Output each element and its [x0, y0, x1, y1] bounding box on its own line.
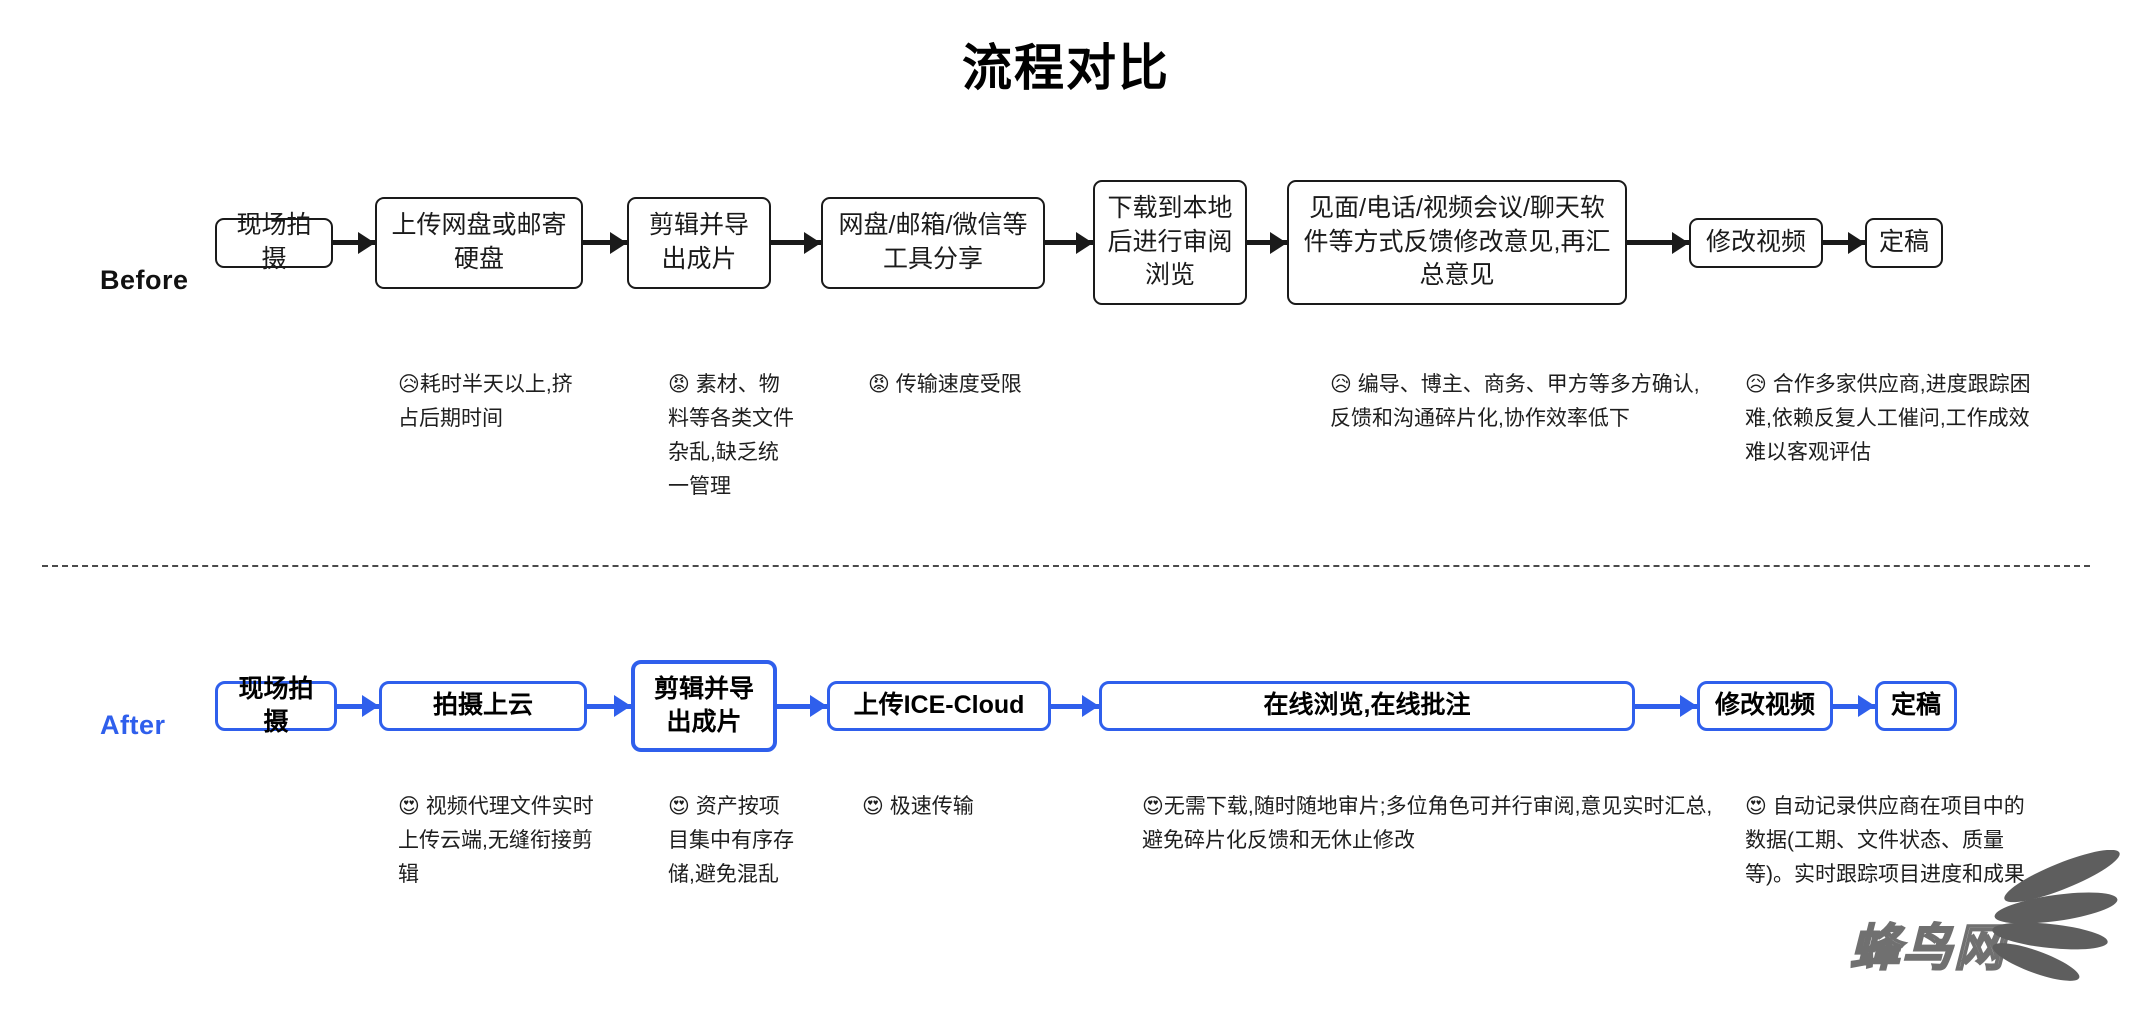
- after-note-4: 😍无需下载,随时随地审片;多位角色可并行审阅,意见实时汇总,避免碎片化反馈和无休…: [1142, 795, 1713, 853]
- after-node-3[interactable]: 剪辑并导出成片: [631, 660, 777, 752]
- after-note-5: 😍 自动记录供应商在项目中的数据(工期、文件状态、质量等)。实时跟踪项目进度和成…: [1745, 795, 2025, 887]
- arrow-icon-after-4: [1051, 695, 1099, 717]
- after-node-2[interactable]: 拍摄上云: [379, 681, 587, 731]
- before-node-8[interactable]: 定稿: [1865, 217, 1943, 268]
- heart-eyes-emoji-icon: 😍: [862, 795, 884, 818]
- arrow-icon-after-1: [337, 695, 379, 717]
- arrow-icon-after-5: [1635, 695, 1697, 717]
- arrow-icon-before-4: [1045, 231, 1093, 254]
- after-node-4[interactable]: 上传ICE-Cloud: [827, 681, 1051, 731]
- heart-eyes-emoji-icon: 😍: [1745, 795, 1767, 818]
- arrow-icon-after-2: [587, 695, 631, 717]
- arrow-icon-before-2: [583, 231, 627, 254]
- before-node-2[interactable]: 上传网盘或邮寄硬盘: [375, 196, 583, 289]
- section-divider: [42, 565, 2090, 567]
- after-node-sequence: 现场拍摄 拍摄上云 剪辑并导出成片 上传ICE-Cloud 在线浏览,在线批注 …: [215, 660, 1957, 752]
- arrow-icon-before-1: [333, 231, 375, 254]
- after-note-3: 😍 极速传输: [862, 795, 974, 818]
- before-node-3[interactable]: 剪辑并导出成片: [627, 196, 771, 289]
- before-node-7[interactable]: 修改视频: [1689, 217, 1823, 268]
- after-node-6[interactable]: 修改视频: [1697, 681, 1833, 731]
- arrow-icon-before-7: [1823, 231, 1865, 254]
- before-note-2: 😡 素材、物料等各类文件杂乱,缺乏统一管理: [668, 373, 794, 499]
- before-node-6[interactable]: 见面/电话/视频会议/聊天软件等方式反馈修改意见,再汇总意见: [1287, 180, 1627, 305]
- sad-emoji-icon: 😥: [1745, 373, 1767, 396]
- before-node-5[interactable]: 下载到本地后进行审阅浏览: [1093, 180, 1247, 305]
- sad-emoji-icon: 😥: [398, 373, 420, 396]
- after-note-2: 😍 资产按项目集中有序存储,避免混乱: [668, 795, 794, 887]
- before-node-sequence: 现场拍摄 上传网盘或邮寄硬盘 剪辑并导出成片 网盘/邮箱/微信等工具分享 下载到…: [215, 180, 1943, 305]
- page-title: 流程对比: [962, 40, 1170, 96]
- before-node-4[interactable]: 网盘/邮箱/微信等工具分享: [821, 196, 1045, 289]
- after-node-5[interactable]: 在线浏览,在线批注: [1099, 681, 1635, 731]
- before-note-3: 😡 传输速度受限: [868, 373, 1022, 396]
- before-note-5: 😥 合作多家供应商,进度跟踪困难,依赖反复人工催问,工作成效难以客观评估: [1745, 373, 2031, 465]
- after-row-label: After: [100, 710, 166, 740]
- after-node-1[interactable]: 现场拍摄: [215, 675, 337, 736]
- watermark-text: 蜂鸟网: [1849, 919, 2006, 977]
- before-node-1[interactable]: 现场拍摄: [215, 211, 333, 273]
- after-node-7[interactable]: 定稿: [1875, 681, 1957, 731]
- heart-eyes-emoji-icon: 😍: [398, 795, 420, 818]
- angry-emoji-icon: 😡: [668, 373, 690, 396]
- before-row-label: Before: [100, 265, 189, 295]
- arrow-icon-after-6: [1833, 695, 1875, 717]
- sad-emoji-icon: 😥: [1330, 373, 1352, 396]
- heart-eyes-emoji-icon: 😍: [1142, 795, 1164, 818]
- arrow-icon-before-3: [771, 231, 821, 254]
- before-note-4: 😥 编导、博主、商务、甲方等多方确认,反馈和沟通碎片化,协作效率低下: [1330, 373, 1700, 431]
- arrow-icon-before-6: [1627, 231, 1689, 254]
- heart-eyes-emoji-icon: 😍: [668, 795, 690, 818]
- angry-emoji-icon: 😡: [868, 373, 890, 396]
- after-note-1: 😍 视频代理文件实时上传云端,无缝衔接剪辑: [398, 795, 594, 887]
- before-note-1: 😥耗时半天以上,挤占后期时间: [398, 373, 573, 431]
- arrow-icon-before-5: [1247, 231, 1287, 254]
- arrow-icon-after-3: [777, 695, 827, 717]
